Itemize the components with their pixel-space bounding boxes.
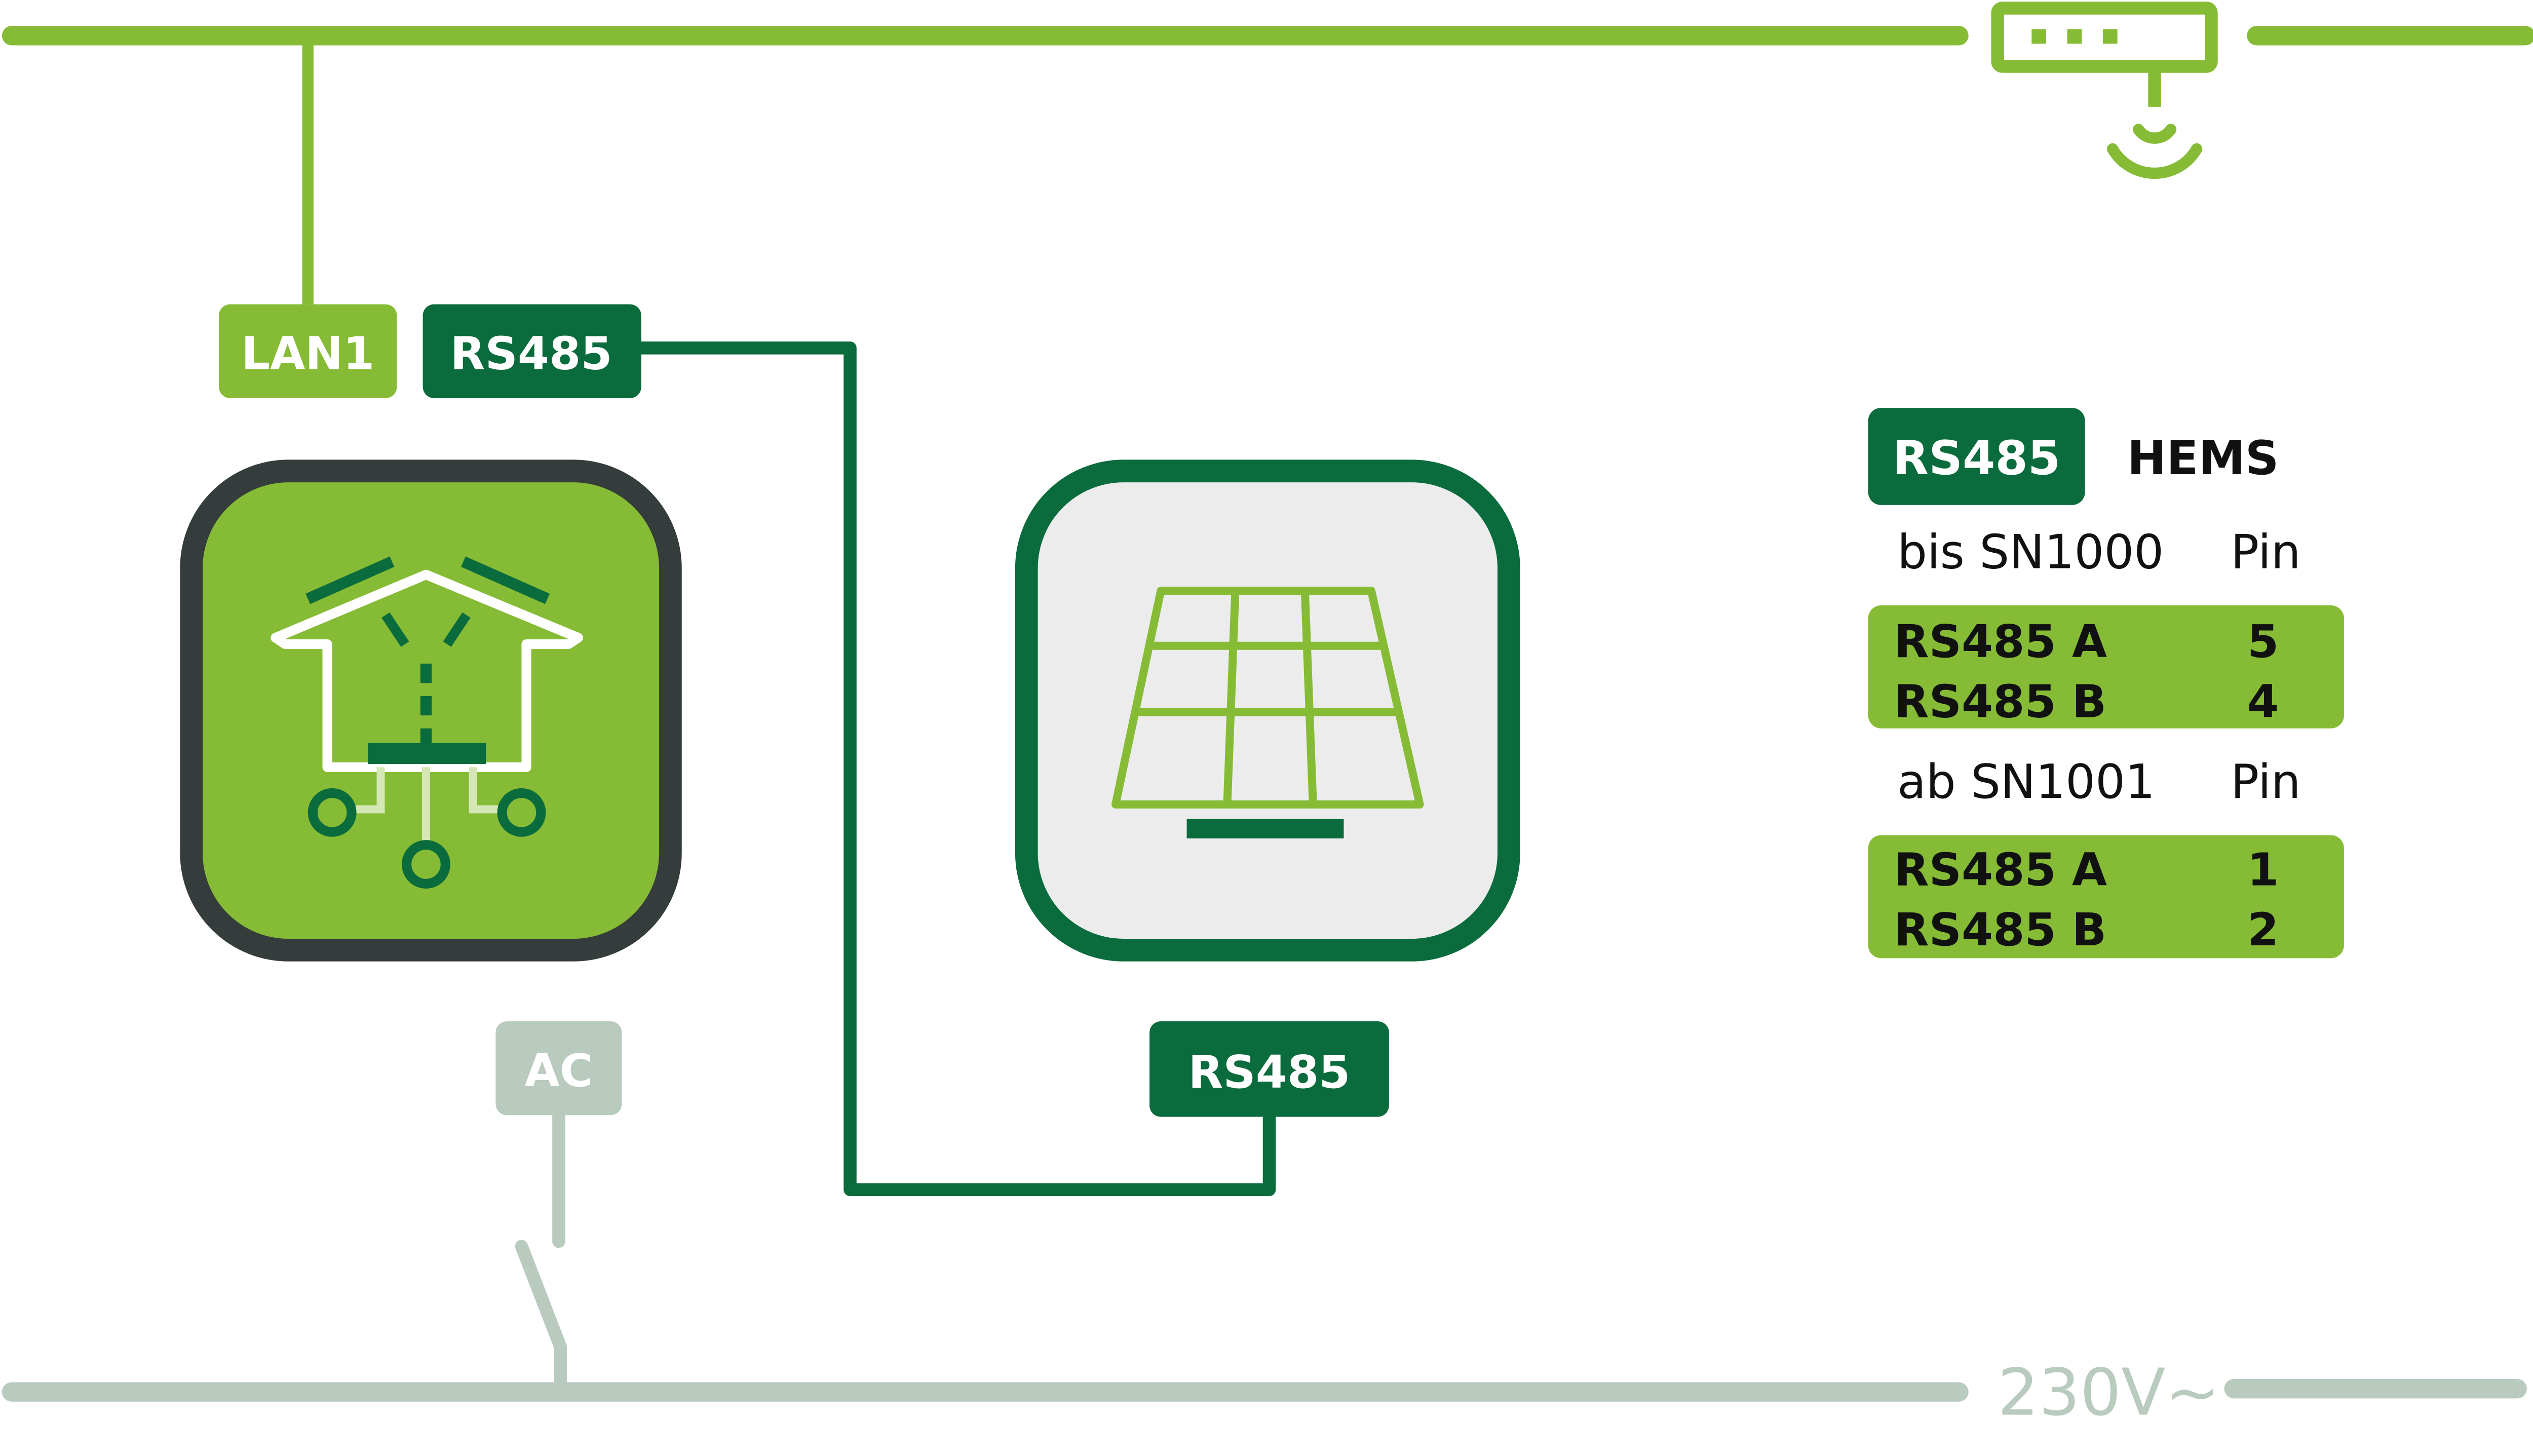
rs485-hub-label-text: RS485: [450, 327, 612, 380]
pv-device: [1015, 459, 1520, 962]
switch-icon: [515, 1108, 567, 1392]
rs485-cable: [641, 341, 1276, 1197]
table-title: HEMS: [2127, 431, 2279, 485]
section-header: bis SN1000: [1897, 524, 2164, 579]
hems-device: [180, 459, 682, 962]
lan1-label: LAN1: [219, 304, 397, 398]
signal-name: RS485 B: [1894, 675, 2106, 728]
smart-home-hub-icon: [271, 556, 583, 889]
table-badge: RS485: [1893, 431, 2060, 485]
signal-name: RS485 B: [1894, 904, 2106, 956]
rs485-pv-label: RS485: [1149, 1021, 1389, 1117]
pin-number: 4: [2247, 675, 2279, 728]
pin-number: 1: [2247, 844, 2279, 897]
router-wifi-icon: [1991, 2, 2218, 179]
solar-panel-icon: [1111, 587, 1424, 838]
lan-bus: [2, 26, 2533, 304]
ac-label-text: AC: [525, 1045, 593, 1097]
signal-name: RS485 A: [1894, 844, 2107, 897]
section-rows-bg: [1868, 835, 2344, 959]
voltage-label: 230V~: [1998, 1355, 2219, 1430]
signal-name: RS485 A: [1894, 616, 2107, 668]
section-header: ab SN1001: [1897, 754, 2155, 809]
pin-number: 5: [2247, 616, 2279, 668]
lan1-label-text: LAN1: [241, 327, 374, 380]
ac-label: AC: [495, 1021, 622, 1116]
rs485-hub-label: RS485: [423, 304, 641, 398]
pin-header: Pin: [2231, 524, 2300, 579]
rs485-pv-label-text: RS485: [1188, 1046, 1351, 1099]
pin-table: RS485 HEMS bis SN1000 Pin RS485 A 5 RS48…: [1868, 408, 2344, 959]
pin-header: Pin: [2231, 754, 2300, 809]
ac-bus: 230V~: [2, 1355, 2527, 1430]
table-badge-bg: [1868, 408, 2085, 505]
pin-number: 2: [2247, 904, 2279, 956]
section-rows-bg: [1868, 605, 2344, 729]
